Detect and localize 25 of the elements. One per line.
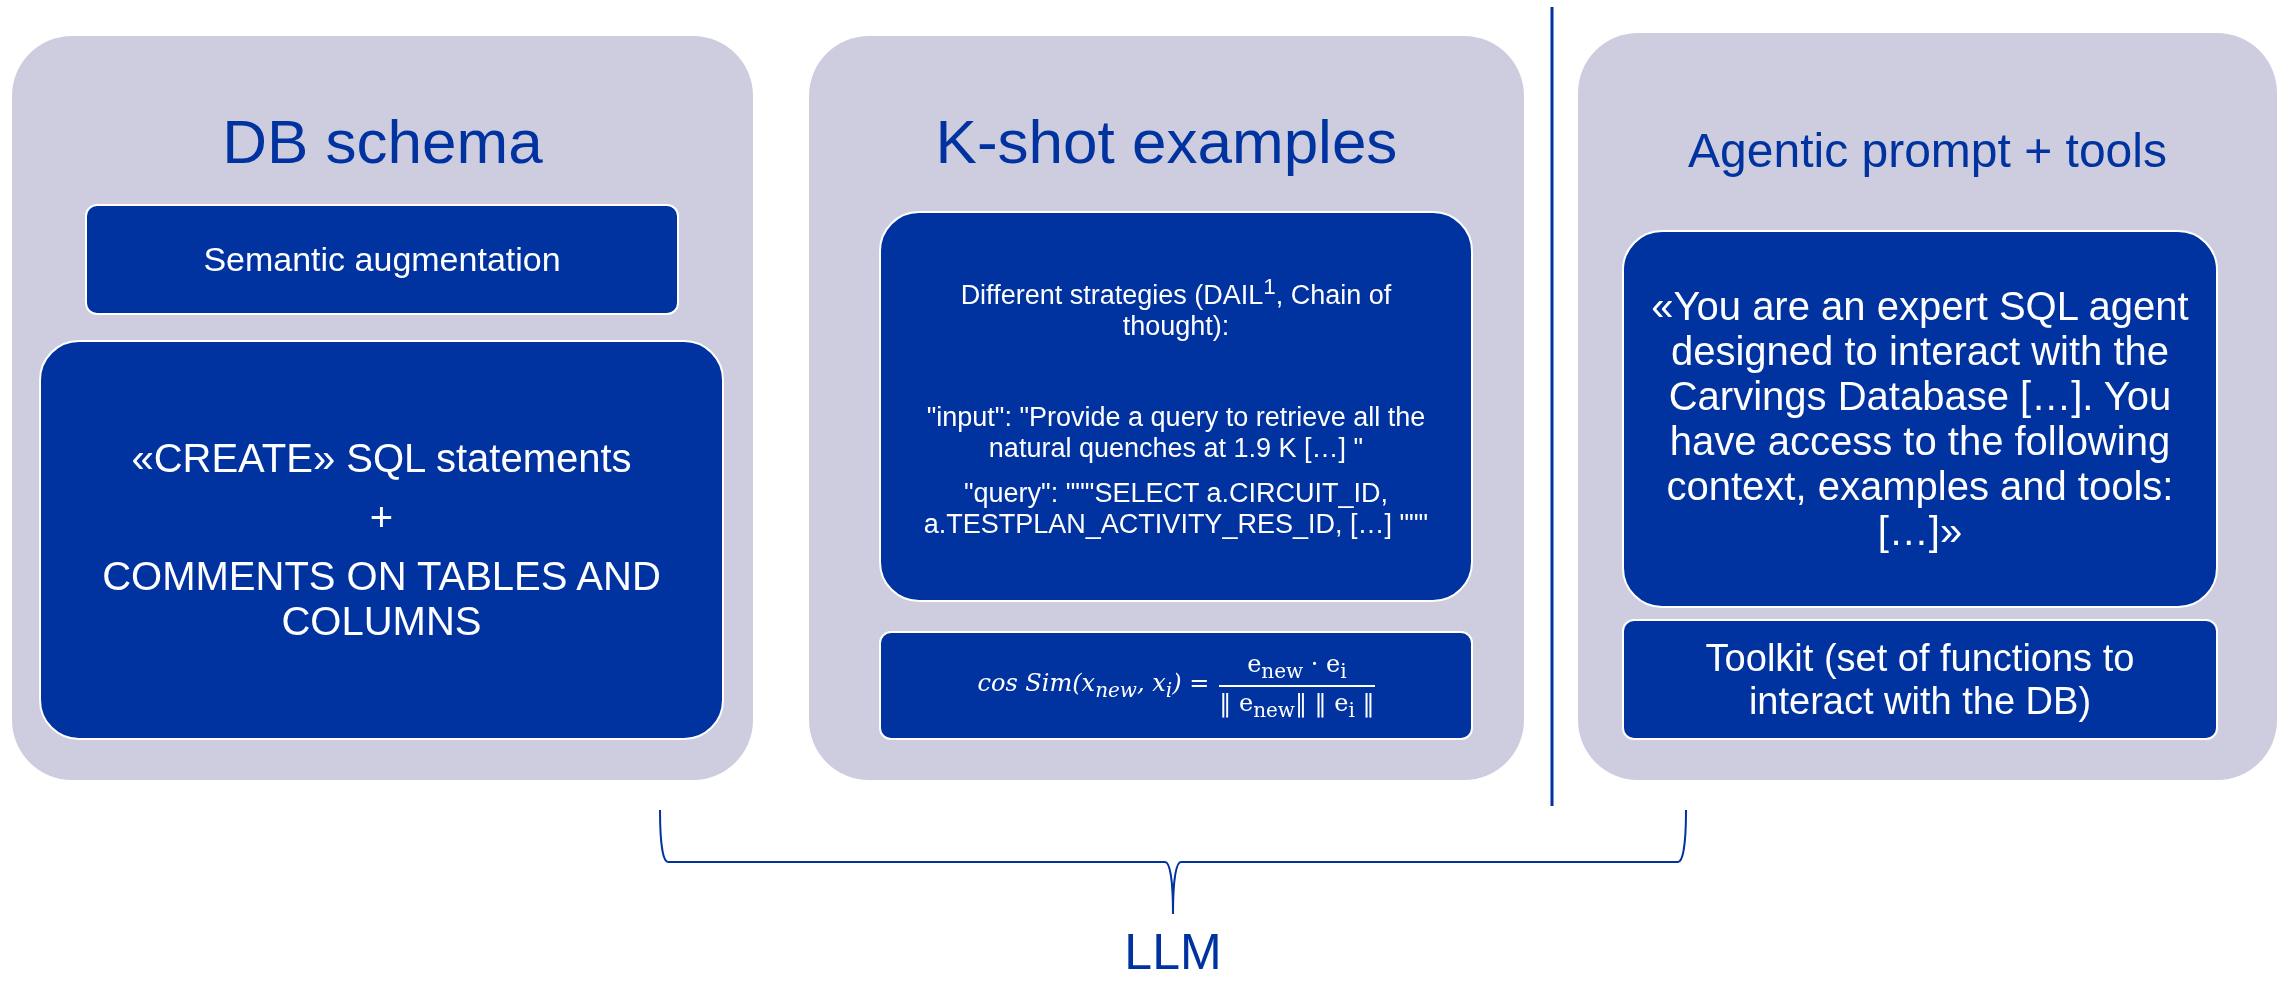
box-text: "input": "Provide a query to retrieve all the natural quenches at 1.9 K […] " <box>925 401 1427 464</box>
box-text: Toolkit (set of functions to interact with the DB) <box>1704 636 2136 723</box>
content-box <box>1622 619 2218 740</box>
content-box <box>39 340 724 740</box>
box-text: + <box>369 495 394 540</box>
box-text: «CREATE» SQL statements <box>131 436 632 481</box>
box-text: Semantic augmentation <box>203 240 561 279</box>
group-panel <box>1578 33 2277 780</box>
brace-label: LLM <box>1123 924 1223 980</box>
content-box <box>879 631 1473 740</box>
content-box <box>879 211 1473 602</box>
formula-text: cos Sim(x$_{new}$, x$_{i}$) = <box>977 669 1210 702</box>
group-panel <box>809 36 1524 780</box>
fraction-numerator: e$_{new}$ · e$_{i}$ <box>1247 649 1347 683</box>
box-text: Different strategies (DAIL$^{1}$, Chain of thought): <box>959 273 1393 342</box>
box-text: COMMENTS ON TABLES AND COLUMNS <box>101 554 662 644</box>
box-text: "query": """SELECT a.CIRCUIT_ID, a.TESTPLAN_ACTIVITY_RES_ID, […] """ <box>922 477 1430 540</box>
content-box <box>1622 230 2218 608</box>
content-box <box>85 204 679 315</box>
box-text: «You are an expert SQL agent designed to interact with the Carvings Database […]. You have access to the following context, examples and tools: […]» <box>1650 284 2190 554</box>
panel-title: DB schema <box>221 106 544 177</box>
panel-title: K-shot examples <box>934 106 1399 177</box>
fraction-denominator: ‖ e$_{new}$‖ ‖ e$_{i}$ ‖ <box>1219 688 1375 722</box>
panel-title: Agentic prompt + tools <box>1687 123 2168 178</box>
group-panel <box>12 36 753 780</box>
